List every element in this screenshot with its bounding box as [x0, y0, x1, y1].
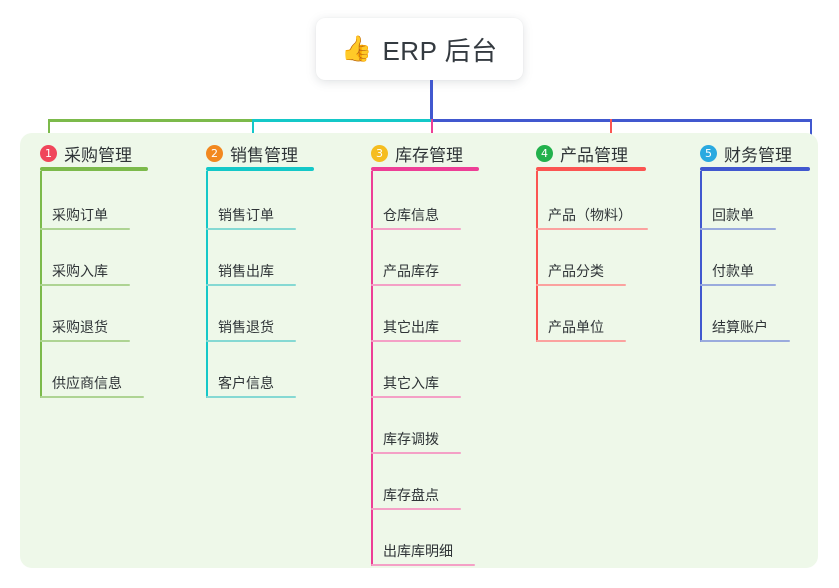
- branch-header-label: 库存管理: [395, 146, 463, 165]
- branch-item-label: 客户信息: [218, 375, 274, 391]
- branch-item-label: 采购入库: [52, 263, 108, 279]
- branch-item-rule: [371, 396, 461, 398]
- branch-item-label: 销售退货: [218, 319, 274, 335]
- branch-item[interactable]: 销售退货: [206, 316, 296, 342]
- branch-header-rule: [700, 167, 810, 171]
- branch-item-rule: [206, 396, 296, 398]
- branch-item-label: 销售出库: [218, 263, 274, 279]
- branch-item-label: 库存盘点: [383, 487, 439, 503]
- branch-item-rule: [40, 284, 130, 286]
- branch-item[interactable]: 库存调拨: [371, 428, 461, 454]
- branch-item-label: 其它出库: [383, 319, 439, 335]
- branch-item-label: 结算账户: [712, 319, 768, 335]
- branch-item-label: 产品单位: [548, 319, 604, 335]
- branch-item[interactable]: 产品（物料）: [536, 204, 648, 230]
- branch-number-badge: 4: [536, 145, 553, 162]
- branch-header-1[interactable]: 1 采购管理: [40, 141, 132, 166]
- branch-item[interactable]: 供应商信息: [40, 372, 144, 398]
- branch-header-label: 采购管理: [64, 146, 132, 165]
- branch-item-rule: [371, 452, 461, 454]
- branch-item-rule: [536, 228, 648, 230]
- branch-header-rule: [536, 167, 646, 171]
- branch-header-2[interactable]: 2 销售管理: [206, 141, 298, 166]
- branch-item-label: 库存调拨: [383, 431, 439, 447]
- branch-item[interactable]: 客户信息: [206, 372, 296, 398]
- branch-header-3[interactable]: 3 库存管理: [371, 141, 463, 166]
- branch-header-label: 销售管理: [230, 146, 298, 165]
- branch-stem: [371, 171, 373, 566]
- branch-item[interactable]: 采购退货: [40, 316, 130, 342]
- branch-item-label: 销售订单: [218, 207, 274, 223]
- branch-item-label: 其它入库: [383, 375, 439, 391]
- branch-number-badge: 5: [700, 145, 717, 162]
- branch-item-rule: [700, 228, 776, 230]
- branch-header-label: 产品管理: [560, 146, 628, 165]
- branch-item[interactable]: 其它入库: [371, 372, 461, 398]
- branch-item-rule: [700, 284, 776, 286]
- branch-item[interactable]: 仓库信息: [371, 204, 461, 230]
- branch-item-rule: [371, 340, 461, 342]
- branch-number-badge: 1: [40, 145, 57, 162]
- branch-item-rule: [40, 228, 130, 230]
- thumbs-up-icon: 👍: [341, 34, 373, 63]
- root-node-title: ERP 后台: [382, 35, 498, 66]
- branch-item-rule: [371, 228, 461, 230]
- branch-item-rule: [536, 340, 626, 342]
- branch-header-rule: [40, 167, 148, 171]
- branch-panel: 1 采购管理采购订单采购入库采购退货供应商信息 2 销售管理销售订单销售出库销售退货客…: [20, 133, 818, 568]
- branch-item-rule: [700, 340, 790, 342]
- branch-item[interactable]: 库存盘点: [371, 484, 461, 510]
- branch-item-rule: [536, 284, 626, 286]
- branch-item-label: 采购退货: [52, 319, 108, 335]
- branch-item[interactable]: 结算账户: [700, 316, 790, 342]
- branch-item[interactable]: 产品单位: [536, 316, 626, 342]
- branch-item[interactable]: 采购订单: [40, 204, 130, 230]
- branch-item-rule: [371, 284, 461, 286]
- branch-item-label: 回款单: [712, 207, 754, 223]
- branch-item[interactable]: 其它出库: [371, 316, 461, 342]
- branch-item-rule: [40, 396, 144, 398]
- connector-bus-segment: [48, 119, 252, 122]
- branch-number-badge: 3: [371, 145, 388, 162]
- branch-stem: [700, 171, 702, 342]
- branch-item-rule: [371, 508, 461, 510]
- branch-item-label: 产品库存: [383, 263, 439, 279]
- branch-item[interactable]: 出库库明细: [371, 540, 475, 566]
- branch-item-label: 出库库明细: [383, 543, 453, 559]
- branch-item-rule: [206, 340, 296, 342]
- branch-number-badge: 2: [206, 145, 223, 162]
- branch-item-label: 产品分类: [548, 263, 604, 279]
- branch-header-rule: [371, 167, 479, 171]
- branch-item[interactable]: 付款单: [700, 260, 776, 286]
- branch-header-5[interactable]: 5 财务管理: [700, 141, 792, 166]
- branch-item-rule: [40, 340, 130, 342]
- branch-item-rule: [371, 564, 475, 566]
- branch-item[interactable]: 产品库存: [371, 260, 461, 286]
- branch-header-4[interactable]: 4 产品管理: [536, 141, 628, 166]
- branch-item-rule: [206, 228, 296, 230]
- branch-header-rule: [206, 167, 314, 171]
- branch-item-label: 供应商信息: [52, 375, 122, 391]
- root-node[interactable]: 👍 ERP 后台: [316, 18, 523, 80]
- branch-item-label: 产品（物料）: [548, 207, 632, 223]
- branch-item[interactable]: 销售订单: [206, 204, 296, 230]
- branch-header-label: 财务管理: [724, 146, 792, 165]
- branch-item-label: 仓库信息: [383, 207, 439, 223]
- branch-item[interactable]: 产品分类: [536, 260, 626, 286]
- branch-item-label: 采购订单: [52, 207, 108, 223]
- branch-stem: [536, 171, 538, 342]
- branch-item[interactable]: 销售出库: [206, 260, 296, 286]
- branch-item-label: 付款单: [712, 263, 754, 279]
- connector-bus-segment: [252, 119, 431, 122]
- branch-item[interactable]: 回款单: [700, 204, 776, 230]
- branch-item-rule: [206, 284, 296, 286]
- branch-item[interactable]: 采购入库: [40, 260, 130, 286]
- connector-trunk: [430, 80, 433, 119]
- connector-bus-segment: [431, 119, 810, 122]
